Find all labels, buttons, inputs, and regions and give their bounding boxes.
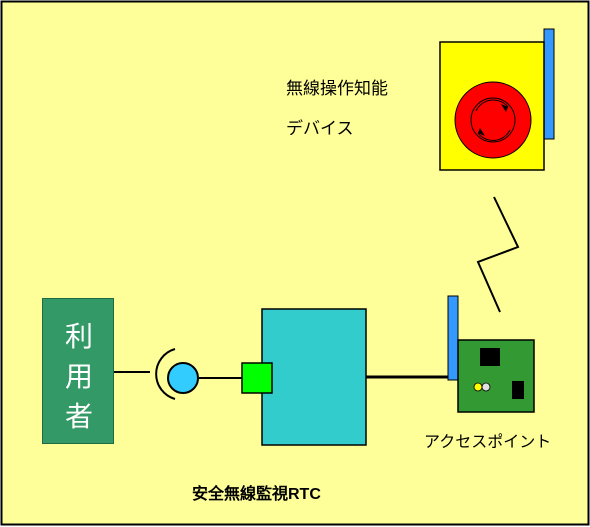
device-label-line1: 無線操作知能 [286,79,388,98]
access-point-label: アクセスポイント [424,434,552,451]
access-point-icon [447,295,535,413]
user-label-char: 利 [64,320,93,353]
antenna-icon [543,28,555,140]
device-label-line2: デバイス [286,119,354,138]
user-label-char: 者 [64,400,93,433]
antenna-icon [447,295,459,381]
rtc-port [241,362,273,394]
sensor-icon [155,348,199,400]
rtc-label: 安全無線監視RTC [192,486,321,503]
wireless-device-icon [439,28,555,171]
emergency-stop-button-icon [454,81,532,159]
rtc-box [261,308,367,446]
user-label-char: 用 [64,360,93,393]
wireless-link-icon [476,196,520,313]
user-box: 利 用 者 [42,298,114,444]
